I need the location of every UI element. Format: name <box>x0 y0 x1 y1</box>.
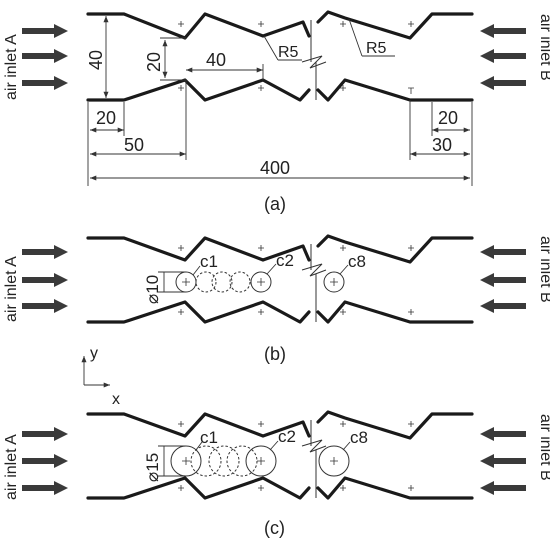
label-len-total: 400 <box>260 158 290 178</box>
panel-c: air inlet A air inlet B ⌀15 c1 c2 c8 (c) <box>3 410 550 538</box>
axes-indicator: y x <box>81 345 120 408</box>
label-len-left: 50 <box>124 135 144 155</box>
wall-top-left-b <box>86 236 311 262</box>
label-inlet-a-panel-a: air inlet A <box>3 34 20 100</box>
label-c8-b: c8 <box>348 252 366 271</box>
label-inlet-b-panel-c: air inlet B <box>537 414 550 481</box>
label-c1-b: c1 <box>200 252 218 271</box>
wall-bottom-left-c <box>86 476 311 500</box>
caption-panel-b: (b) <box>264 344 286 364</box>
panel-b: air inlet A air inlet B ⌀10 c1 c2 c8 (b) <box>3 234 550 364</box>
cylinder-ghost-2-b <box>211 271 233 293</box>
label-c8-c: c8 <box>350 428 368 447</box>
leader-c8-b <box>339 264 349 275</box>
wall-bottom-right-b <box>316 300 474 324</box>
axis-y-label: y <box>90 345 98 362</box>
panel-a: air inlet A air inlet B 40 20 40 R5 R5 2… <box>3 10 550 214</box>
arrows-left-c <box>22 427 68 495</box>
arrows-right-a <box>480 24 526 90</box>
label-len-convergent: 40 <box>206 50 226 70</box>
leader-c8-c <box>342 441 351 451</box>
cylinder-centers-c <box>182 457 338 465</box>
cylinder-ghost-1-c <box>190 445 222 477</box>
leader-c2-c <box>269 440 279 451</box>
cylinder-c2-b <box>250 271 272 293</box>
wall-bottom-right <box>316 78 474 102</box>
label-c2-b: c2 <box>276 251 294 270</box>
arrows-left-a <box>22 24 68 90</box>
label-len-right: 30 <box>432 135 452 155</box>
leader-c1-b <box>192 265 201 276</box>
cylinder-c8-c <box>318 445 350 477</box>
label-diameter-c: ⌀15 <box>143 453 162 482</box>
wall-bottom-right-c <box>316 476 474 500</box>
label-inlet-a-panel-b: air inlet A <box>3 256 20 322</box>
label-c2-c: c2 <box>278 427 296 446</box>
leader-c2-b <box>266 263 277 275</box>
label-radius-left: R5 <box>278 44 299 61</box>
arrows-left-b <box>22 245 68 313</box>
label-inlet-b-panel-b: air inlet B <box>537 236 550 303</box>
crosshair-marks-c <box>178 421 414 491</box>
crosshair-marks-b <box>178 245 414 315</box>
label-c1-c: c1 <box>200 428 218 447</box>
label-len-flat-right: 20 <box>438 108 458 128</box>
break-zigzag <box>301 55 327 69</box>
arrows-right-c <box>480 427 526 495</box>
arrows-right-b <box>480 245 526 313</box>
wall-bottom-left-b <box>86 300 311 324</box>
cylinder-ghost-3-b <box>229 271 251 293</box>
crosshair-marks <box>178 21 414 94</box>
label-height-inlet: 40 <box>86 50 106 70</box>
break-zigzag-b <box>301 263 327 277</box>
wall-top-right-b <box>316 234 474 264</box>
axis-x-label: x <box>112 391 120 408</box>
label-inlet-a-panel-c: air inlet A <box>3 434 20 500</box>
cylinder-ghost-2-c <box>208 445 240 477</box>
cylinder-centers-b <box>182 278 338 286</box>
caption-panel-a: (a) <box>264 194 286 214</box>
wall-top-right-c <box>316 410 474 440</box>
label-inlet-b-panel-a: air inlet B <box>537 14 550 81</box>
label-radius-right: R5 <box>366 40 387 57</box>
label-diameter-b: ⌀10 <box>143 275 162 304</box>
dim-line-r5-right <box>348 18 363 57</box>
dim-line-r5-left <box>263 35 279 61</box>
cylinder-c2-c <box>245 445 277 477</box>
leader-c1-c <box>195 441 203 451</box>
caption-panel-c: (c) <box>264 518 285 538</box>
wall-top-left-c <box>86 412 311 438</box>
label-len-flat-left: 20 <box>96 108 116 128</box>
cylinder-c8-b <box>323 271 345 293</box>
wall-top-right <box>316 10 474 40</box>
wall-bottom-left <box>86 78 311 102</box>
cylinder-ghost-1-b <box>195 271 217 293</box>
label-height-throat: 20 <box>144 52 164 72</box>
cylinder-ghost-3-c <box>226 445 258 477</box>
break-zigzag-c <box>301 439 327 453</box>
wall-top-left <box>86 12 311 40</box>
